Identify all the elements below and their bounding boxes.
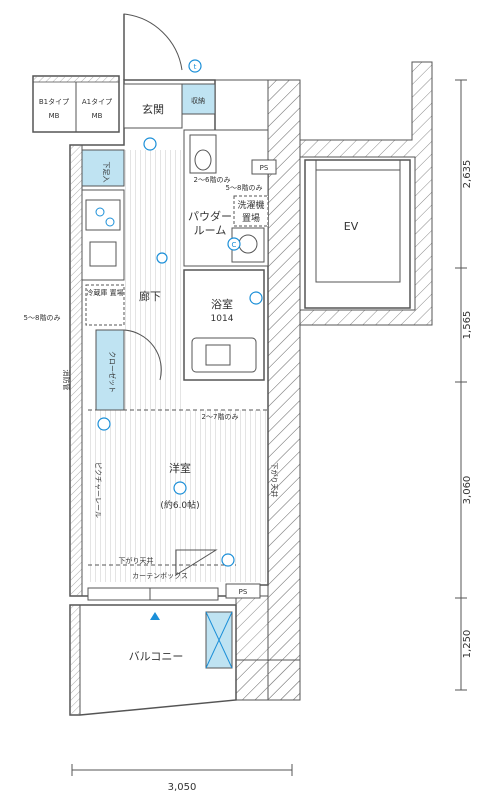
- ps-label-2: PS: [239, 588, 248, 596]
- storage-label: 収納: [191, 96, 205, 105]
- dim-right-2: 1,565: [462, 311, 473, 340]
- ventilation-fan-icon: [173, 481, 187, 495]
- western-room-label: 洋室: [169, 461, 191, 475]
- ceiling-right-label: 下がり天井: [270, 463, 279, 498]
- dim-right-4: 1,250: [462, 630, 473, 659]
- room-size-label: (約6.0帖): [160, 499, 199, 511]
- floors-2-6-label: 2～6階のみ: [194, 175, 231, 184]
- tv-outlet-icon: [221, 553, 235, 567]
- type-b1-label: B1タイプ: [39, 97, 69, 106]
- ev-car: [315, 169, 401, 283]
- entrance-door-swing: [123, 13, 183, 80]
- fridge-label: 冷蔵庫 置場: [86, 288, 123, 297]
- ps-box-2: [225, 583, 261, 599]
- fridge-space: [85, 284, 125, 326]
- dim-bottom: 3,050: [168, 782, 197, 793]
- fire-pipe-label: 消防管: [62, 370, 71, 391]
- bathroom-label: 浴室: [211, 297, 233, 311]
- washer-label-2: 置場: [242, 212, 260, 224]
- dim-right-1: 2,635: [462, 160, 473, 189]
- curtain-box-label: カーテンボックス: [132, 572, 188, 580]
- mb-label-1: MB: [49, 112, 60, 120]
- right-wall-band: [267, 79, 301, 701]
- ps-box-1: [251, 159, 277, 175]
- dim-right-3: 3,060: [462, 476, 473, 505]
- ev-label: EV: [344, 220, 359, 233]
- shoe-box: [81, 149, 125, 187]
- entrance-label: 玄関: [142, 102, 164, 116]
- fan-icon: [249, 291, 263, 305]
- floors-5-8-label: 5～8階のみ: [226, 183, 263, 192]
- entrance: [123, 83, 183, 129]
- bath-size-label: 1014: [211, 314, 234, 324]
- type-a1-label: A1タイプ: [82, 97, 112, 106]
- telephone-outlet-icon: t: [188, 59, 202, 73]
- right-corner-hatch: [235, 659, 301, 701]
- floors-2-7-label: 2～7階のみ: [202, 412, 239, 421]
- floors-5-8-left-label: 5～8階のみ: [24, 313, 61, 322]
- ps-label-1: PS: [260, 164, 269, 172]
- balcony-label: バルコニー: [129, 650, 184, 663]
- lowered-ceiling-label: 下がり天井: [119, 556, 154, 565]
- powder-room-label-1: パウダー: [188, 209, 232, 223]
- picture-rail-label: ピクチャーレール: [94, 462, 102, 518]
- storage: [181, 83, 216, 115]
- western-room-floor: [88, 410, 268, 582]
- mb-label-2: MB: [92, 112, 103, 120]
- powder-room-label-2: ルーム: [194, 224, 227, 237]
- svg-text:C: C: [232, 241, 237, 249]
- ceiling-light-icon: [143, 137, 157, 151]
- ev-shaft-hatch: [299, 61, 433, 326]
- shoe-box-label: 下足入: [102, 162, 110, 183]
- closet-label: クローゼット: [108, 351, 117, 393]
- aircon-outlet-icon: [97, 417, 111, 431]
- switch-icon: [156, 252, 168, 264]
- washer-space: [233, 195, 269, 227]
- lan-outlet-icon: C: [227, 237, 241, 251]
- window-sash: [87, 587, 219, 601]
- washer-label-1: 洗濯機: [237, 199, 264, 211]
- left-wall: [69, 144, 83, 597]
- corridor-floor: [124, 150, 184, 410]
- corridor-label: 廊下: [139, 289, 161, 303]
- svg-text:t: t: [194, 63, 197, 71]
